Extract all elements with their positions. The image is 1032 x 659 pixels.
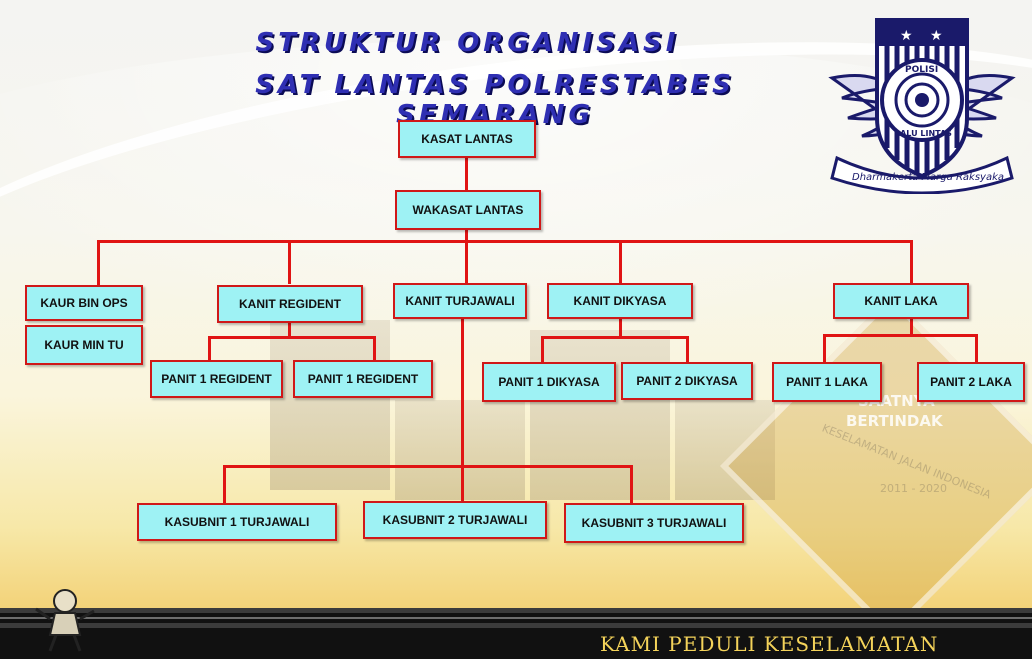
emblem-ribbon-text: Dharmakerta Marga Raksyaka: [852, 172, 1004, 183]
connector: [97, 240, 912, 243]
node-kanit-regident: KANIT REGIDENT: [217, 285, 363, 323]
footer-slogan: KAMI PEDULI KESELAMATAN: [600, 632, 939, 656]
connector: [541, 336, 544, 364]
background-photo: [270, 320, 390, 490]
connector: [208, 336, 376, 339]
node-kasubnit-1-turjawali: KASUBNIT 1 TURJAWALI: [137, 503, 337, 541]
node-kasubnit-2-turjawali: KASUBNIT 2 TURJAWALI: [363, 501, 547, 539]
connector: [910, 240, 913, 284]
svg-text:★: ★: [930, 28, 943, 44]
node-kanit-laka: KANIT LAKA: [833, 283, 969, 319]
emblem-ring-text: LALU LINTAS: [895, 129, 952, 138]
watermark-line2: BERTINDAK: [846, 412, 943, 430]
connector: [223, 465, 633, 468]
connector: [686, 336, 689, 364]
connector: [823, 334, 826, 364]
node-panit-2-laka: PANIT 2 LAKA: [917, 362, 1025, 402]
connector: [208, 336, 211, 362]
background-photo: [530, 330, 670, 500]
connector: [465, 240, 468, 286]
page-subtitle: SAT LANTAS POLRESTABES SEMARANG: [255, 70, 735, 130]
connector: [619, 240, 622, 284]
connector: [97, 240, 100, 286]
connector: [461, 318, 464, 468]
node-panit-regident-b: PANIT 1 REGIDENT: [293, 360, 433, 398]
connector: [288, 322, 291, 336]
background-photo: [395, 400, 525, 500]
connector: [223, 465, 226, 505]
connector: [288, 240, 291, 284]
mascot-icon: [35, 589, 95, 652]
emblem-top-text: POLISI: [905, 65, 938, 75]
connector: [373, 336, 376, 362]
connector: [630, 465, 633, 505]
node-kasubnit-3-turjawali: KASUBNIT 3 TURJAWALI: [564, 503, 744, 543]
connector: [823, 334, 978, 337]
node-panit-1-laka: PANIT 1 LAKA: [772, 362, 882, 402]
police-traffic-emblem-icon: ★ ★ POLISI LALU LINTAS Dharmakerta Marga…: [828, 18, 1016, 194]
node-panit-regident-a: PANIT 1 REGIDENT: [150, 360, 283, 398]
watermark-years: 2011 - 2020: [880, 482, 947, 495]
node-wakasat-lantas: WAKASAT LANTAS: [395, 190, 541, 230]
connector: [975, 334, 978, 364]
node-panit-1-dikyasa: PANIT 1 DIKYASA: [482, 362, 616, 402]
connector: [465, 157, 468, 192]
connector: [619, 318, 622, 338]
svg-text:★: ★: [900, 28, 913, 44]
node-kanit-turjawali: KANIT TURJAWALI: [393, 283, 527, 319]
node-kanit-dikyasa: KANIT DIKYASA: [547, 283, 693, 319]
node-panit-2-dikyasa: PANIT 2 DIKYASA: [621, 362, 753, 400]
node-kaur-bin-ops: KAUR BIN OPS: [25, 285, 143, 321]
background-photo: [675, 400, 775, 500]
connector: [465, 228, 468, 242]
connector: [541, 336, 689, 339]
footer-bar: [0, 628, 1032, 659]
page-title: STRUKTUR ORGANISASI: [255, 28, 680, 58]
connector: [461, 465, 464, 503]
node-kasat-lantas: KASAT LANTAS: [398, 120, 536, 158]
connector: [910, 318, 913, 336]
node-kaur-min-tu: KAUR MIN TU: [25, 325, 143, 365]
